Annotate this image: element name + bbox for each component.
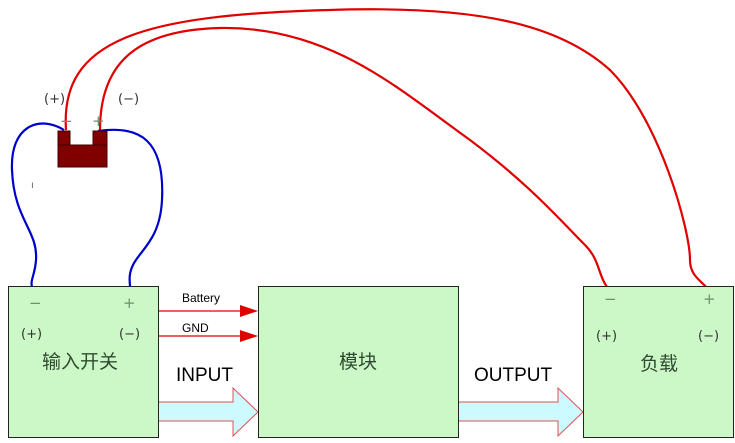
input-switch-left-sign: − bbox=[29, 294, 42, 312]
gnd-arrow bbox=[158, 330, 258, 342]
input-switch-right-sign: + bbox=[123, 294, 136, 312]
input-switch-label: 输入开关 bbox=[42, 351, 119, 373]
output-label: OUTPUT bbox=[474, 365, 553, 386]
red-wire-outer bbox=[64, 8, 707, 288]
battery-right-terminal: + bbox=[92, 112, 105, 130]
input-switch-left-polarity: (+) bbox=[21, 327, 43, 342]
module-box: 模块 bbox=[258, 286, 459, 438]
module-label: 模块 bbox=[339, 351, 378, 373]
input-label: INPUT bbox=[176, 365, 233, 386]
battery-arrow bbox=[158, 305, 258, 317]
input-switch-box: − + (+) (−) 输入开关 bbox=[8, 286, 159, 438]
load-right-polarity: (−) bbox=[698, 329, 720, 344]
load-label: 负载 bbox=[640, 353, 679, 375]
load-box: − + (+) (−) 负载 bbox=[583, 286, 734, 438]
battery-left-polarity: (+) bbox=[44, 92, 66, 107]
red-wire-inner bbox=[98, 26, 608, 288]
load-left-polarity: (+) bbox=[596, 329, 618, 344]
battery-right-polarity: (−) bbox=[118, 92, 140, 107]
output-arrow bbox=[457, 386, 584, 438]
input-switch-right-polarity: (−) bbox=[119, 327, 141, 342]
battery-icon bbox=[57, 130, 108, 168]
misc-mark: ı bbox=[31, 180, 34, 191]
load-right-sign: + bbox=[703, 290, 716, 308]
blue-wire-left bbox=[10, 122, 65, 288]
battery-left-terminal: − bbox=[60, 112, 73, 130]
load-left-sign: − bbox=[604, 290, 617, 308]
blue-wire-right bbox=[97, 128, 164, 288]
input-arrow bbox=[157, 386, 259, 438]
battery-line-label: Battery bbox=[182, 291, 221, 305]
gnd-line-label: GND bbox=[182, 321, 209, 335]
